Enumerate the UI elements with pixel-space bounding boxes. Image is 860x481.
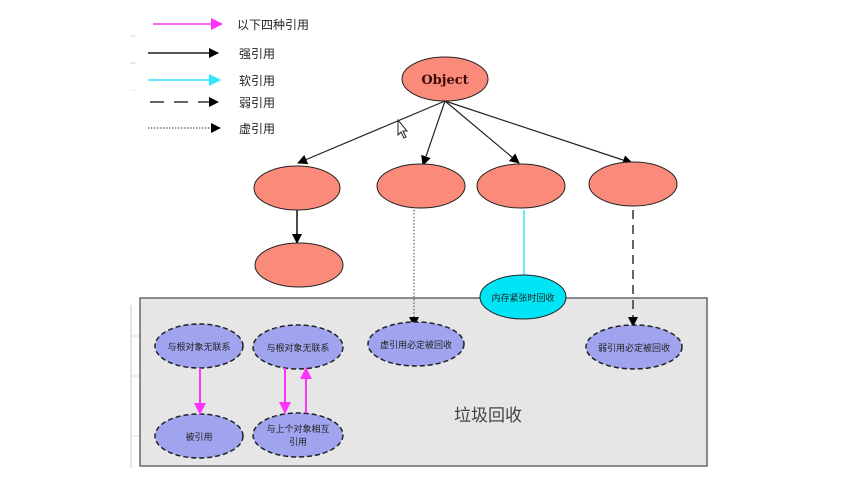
unlinked-node-a[interactable]: 与根对象无联系 [154, 323, 244, 369]
mutual-reference-node[interactable]: 与上个对象相互 引用 [252, 412, 344, 458]
phantom-collect-node[interactable]: 虚引用必定被回收 [367, 321, 465, 367]
legend-label: 以下四种引用 [237, 18, 309, 32]
mutual-label-line2: 引用 [289, 437, 307, 448]
phantom-collect-label: 虚引用必定被回收 [380, 339, 452, 351]
unlinked-b-label: 与根对象无联系 [266, 342, 329, 354]
legend-label: 软引用 [239, 74, 275, 88]
left-margin-artifacts [130, 35, 139, 468]
phantom-ref-node[interactable] [376, 163, 466, 209]
legend-item-four-refs: 以下四种引用 [153, 18, 309, 32]
gc-area-label: 垃圾回收 [454, 406, 522, 426]
legend-label: 虚引用 [239, 122, 275, 136]
strongly-referenced-child-node[interactable] [254, 242, 344, 288]
weak-ref-node[interactable] [588, 161, 678, 207]
legend: 以下四种引用 强引用 软引用 弱引用 虚引用 [148, 18, 309, 136]
legend-label: 弱引用 [239, 96, 275, 110]
object-root-label: Object [421, 73, 468, 88]
unlinked-node-b[interactable]: 与根对象无联系 [252, 324, 344, 370]
soft-collect-label: 内存紧张时回收 [491, 292, 554, 304]
strong-ref-node[interactable] [253, 165, 341, 211]
referenced-label: 被引用 [185, 431, 212, 443]
soft-collect-node[interactable]: 内存紧张时回收 [479, 274, 567, 320]
mutual-label-line1: 与上个对象相互 [266, 423, 329, 435]
legend-item-strong: 强引用 [148, 47, 275, 61]
mouse-cursor-icon [397, 118, 409, 139]
weak-collect-node[interactable]: 弱引用必定被回收 [585, 324, 683, 370]
legend-item-weak: 弱引用 [150, 96, 275, 110]
weak-collect-label: 弱引用必定被回收 [598, 342, 670, 354]
object-root-node[interactable]: Object [401, 56, 489, 102]
referenced-node[interactable]: 被引用 [154, 413, 244, 459]
strong-reference-edges [292, 100, 633, 244]
unlinked-a-label: 与根对象无联系 [167, 341, 230, 353]
edge-object-to-node4 [444, 100, 633, 165]
edge-object-to-node1 [297, 100, 446, 165]
legend-item-phantom: 虚引用 [148, 122, 275, 136]
edge-object-to-node2 [421, 100, 446, 166]
legend-item-soft: 软引用 [148, 74, 275, 88]
soft-ref-node[interactable] [476, 163, 566, 209]
legend-label: 强引用 [239, 47, 275, 61]
edge-object-to-node3 [444, 100, 520, 164]
